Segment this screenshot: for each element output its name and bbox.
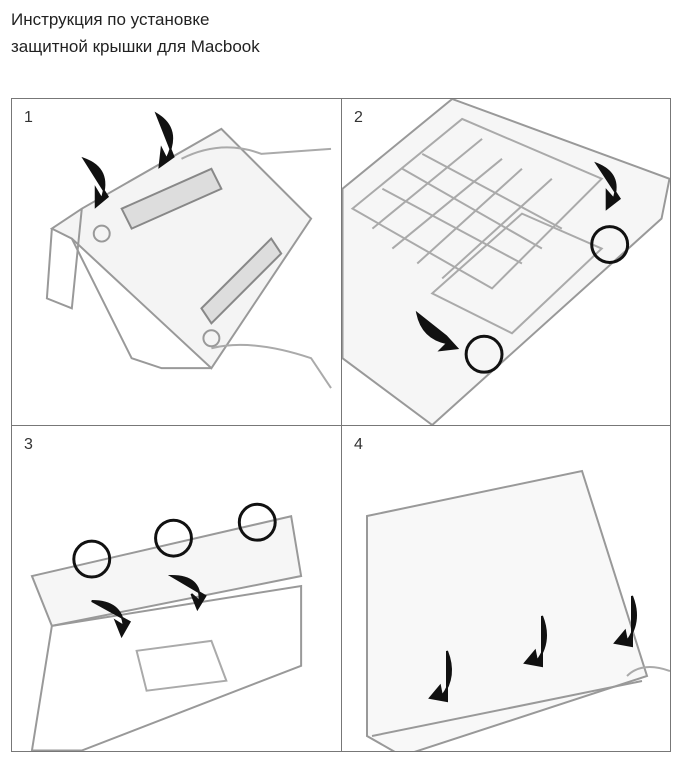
step-3-illustration [30, 502, 303, 751]
instruction-grid: 1 2 [11, 98, 671, 752]
hand-icon [211, 343, 332, 389]
step-4-illustration [366, 469, 670, 751]
arrow-icon [154, 111, 175, 169]
step-number: 1 [24, 109, 33, 126]
arrow-icon [613, 595, 637, 648]
trackpad [135, 639, 228, 692]
trackpad [430, 212, 604, 335]
highlight-circle [590, 225, 630, 264]
arrow-icon [167, 575, 207, 612]
arrow-icon [415, 310, 460, 352]
step-4-panel: 4 [342, 426, 670, 751]
step-number: 2 [354, 109, 363, 126]
arrow-icon [594, 161, 621, 211]
arrow-icon [81, 156, 110, 209]
arrow-icon [523, 615, 547, 668]
step-number: 3 [24, 436, 33, 453]
highlight-circle [237, 502, 277, 542]
keyboard [350, 117, 604, 290]
step-1-illustration [45, 111, 332, 389]
hand-icon [181, 146, 332, 160]
vent-strip [120, 167, 283, 325]
arrow-icon [91, 599, 132, 639]
hand-icon [626, 666, 670, 677]
highlight-circle [464, 334, 504, 374]
highlight-circle [72, 539, 112, 579]
step-3-panel: 3 [12, 426, 342, 751]
title-line-2: защитной крышки для Macbook [11, 37, 260, 56]
arrow-icon [428, 650, 452, 703]
title-line-1: Инструкция по установке [11, 10, 210, 29]
step-2-illustration [342, 99, 670, 425]
step-2-panel: 2 [342, 99, 670, 426]
step-1-panel: 1 [12, 99, 342, 426]
step-number: 4 [354, 436, 363, 453]
highlight-circle [154, 518, 193, 558]
page-title: Инструкция по установке защитной крышки … [11, 6, 260, 60]
